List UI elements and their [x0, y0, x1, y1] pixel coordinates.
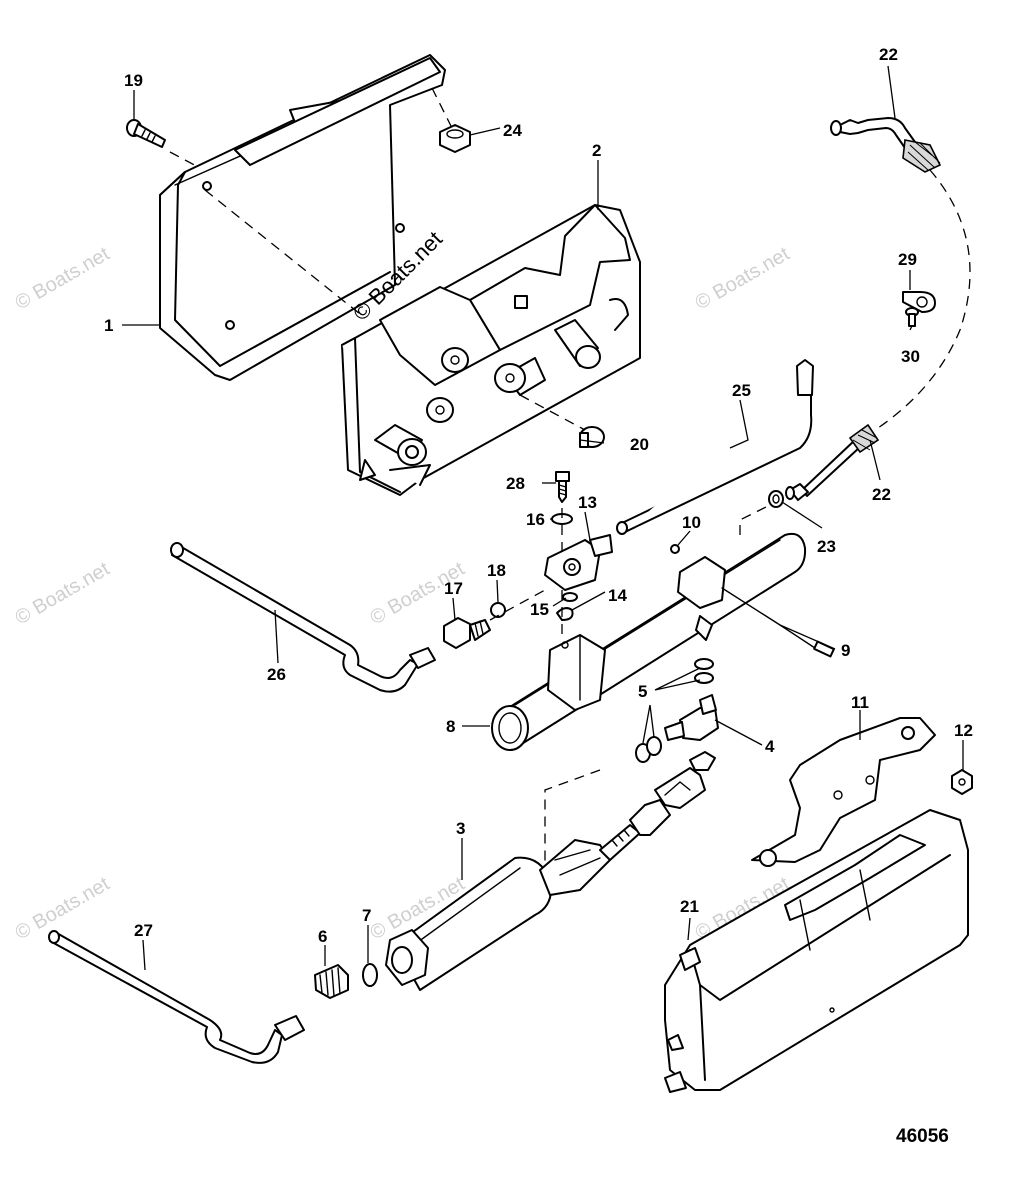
dash-bracket-hole [204, 189, 366, 319]
part-19-screw [126, 119, 166, 148]
part-18-o-ring [490, 602, 506, 618]
part-10-plug [670, 544, 680, 554]
part-12-nut [951, 769, 973, 795]
part-9-wire [721, 587, 835, 658]
part-30-screw [905, 307, 919, 327]
callout-1: 1 [104, 316, 113, 335]
part-6-fitting [314, 964, 349, 999]
part-8-manifold-tube [491, 532, 807, 751]
callout-25: 25 [732, 381, 751, 400]
callout-4: 4 [765, 737, 775, 756]
part-22-hose-top [830, 117, 942, 173]
callout-21: 21 [680, 897, 699, 916]
callout-20: 20 [630, 435, 649, 454]
part-3-fuel-pump [385, 751, 716, 991]
part-2-mounting-plate [341, 204, 641, 496]
diagram-number: 46056 [896, 1126, 949, 1147]
callout-7: 7 [362, 906, 371, 925]
callout-5: 5 [638, 682, 647, 701]
part-29-clip [902, 291, 936, 313]
callouts: 1 2 3 4 5 6 7 8 9 10 11 12 13 14 15 16 1… [104, 45, 973, 946]
callout-11: 11 [851, 693, 869, 712]
dash-pump-up [544, 769, 601, 880]
part-26-tube [170, 542, 436, 693]
watermark-1: © Boats.net [12, 243, 114, 315]
part-7-o-ring [362, 963, 378, 987]
callout-19: 19 [124, 71, 143, 90]
part-1-bracket [159, 54, 446, 381]
dash-plug-20 [519, 394, 586, 431]
callout-18: 18 [487, 561, 506, 580]
callout-8: 8 [446, 717, 455, 736]
dash-fitting-17 [489, 589, 546, 621]
callout-6: 6 [318, 927, 327, 946]
watermark-3: © Boats.net [12, 558, 114, 630]
dash-23 [739, 504, 771, 535]
callout-10: 10 [682, 513, 701, 532]
callout-2: 2 [592, 141, 601, 160]
part-4-elbow [664, 694, 719, 741]
callout-12: 12 [954, 721, 973, 740]
part-13-sender [544, 534, 613, 591]
part-22-hose-bottom [785, 423, 880, 501]
callout-26: 26 [267, 665, 286, 684]
part-20-plug [579, 426, 605, 448]
part-15-o-ring [562, 592, 578, 602]
callout-23: 23 [817, 537, 836, 556]
callout-27: 27 [134, 921, 153, 940]
callout-22-top: 22 [879, 45, 898, 64]
part-28-screw [555, 471, 570, 503]
part-14-clip [556, 607, 574, 621]
part-24-nut [439, 124, 471, 153]
part-25-tube [616, 359, 814, 535]
callout-14: 14 [608, 586, 627, 605]
hose-dash-line [874, 169, 971, 431]
part-23-washer [768, 490, 784, 508]
callout-13: 13 [578, 493, 597, 512]
callout-15: 15 [530, 600, 549, 619]
part-11-bracket [751, 717, 936, 867]
callout-3: 3 [456, 819, 465, 838]
dash-nut-24 [431, 87, 453, 129]
dash-screw-19 [169, 151, 201, 169]
callout-30: 30 [901, 347, 920, 366]
callout-24: 24 [503, 121, 522, 140]
part-17-fitting [443, 617, 491, 649]
callout-16: 16 [526, 510, 545, 529]
watermark-2: © Boats.net [692, 243, 794, 315]
watermark-6: © Boats.net [12, 873, 114, 945]
part-21-filter-box [664, 809, 969, 1093]
leader-lines [122, 65, 964, 971]
callout-29: 29 [898, 250, 917, 269]
callout-9: 9 [841, 641, 850, 660]
part-2-cylinders [374, 319, 601, 466]
callout-17: 17 [444, 579, 463, 598]
callout-28: 28 [506, 474, 525, 493]
callout-22-bottom: 22 [872, 485, 891, 504]
part-27-tube [48, 930, 305, 1064]
watermark-9: © Boats.net [362, 0, 464, 4]
